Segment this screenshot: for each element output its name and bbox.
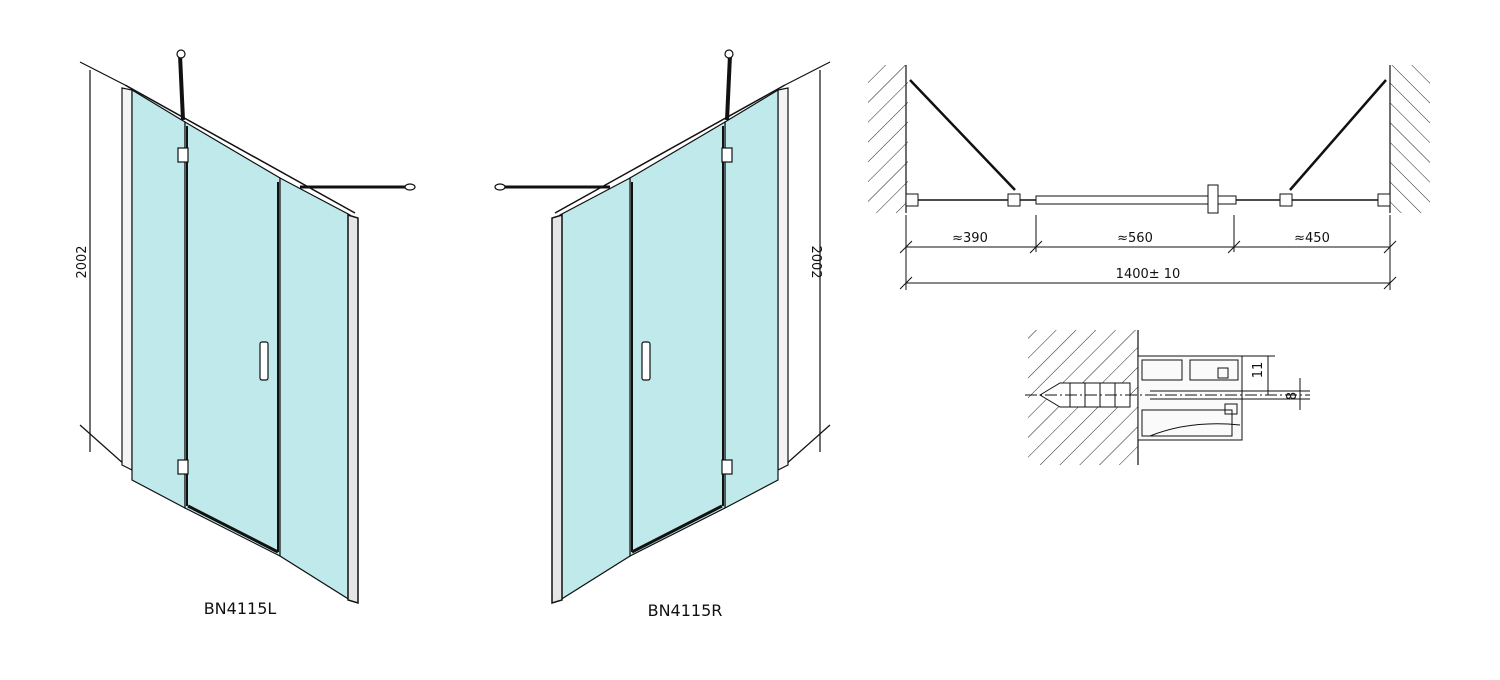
wall-profile-left	[121, 87, 133, 471]
left-shower-view	[79, 49, 416, 605]
height-label-right: 2002	[808, 245, 823, 278]
door-handle-right	[641, 341, 651, 381]
plan-stabilizer-left	[909, 79, 1016, 191]
hinge-top-right	[721, 147, 733, 163]
plan-stabilizer-right	[1289, 79, 1387, 191]
door-panel-right	[629, 120, 726, 557]
end-profile-left	[347, 213, 359, 605]
hinge-bottom-right	[721, 459, 733, 475]
fixed-panel-left-of-door	[559, 177, 631, 602]
fixed-panel-right	[724, 88, 779, 509]
fixed-panel-left	[131, 88, 186, 509]
hinge-bottom-left	[177, 459, 189, 475]
segment-label-2: ≈560	[1117, 231, 1153, 246]
plan-handle	[1207, 184, 1219, 214]
model-label-left: BN4115L	[204, 599, 277, 618]
total-width-label: 1400± 10	[1116, 267, 1181, 282]
wall-profile-right	[777, 87, 789, 471]
door-panel-left	[184, 120, 281, 557]
end-profile-right	[551, 213, 563, 605]
model-label-right: BN4115R	[648, 601, 723, 620]
profile-dim-glass: 8	[1285, 392, 1300, 400]
segment-label-1: ≈390	[952, 231, 988, 246]
wall-hatch-right	[1390, 65, 1430, 213]
hinge-top-left	[177, 147, 189, 163]
height-label-left: 2002	[75, 245, 90, 278]
plan-door-leaf	[1035, 195, 1237, 205]
right-shower-view	[494, 49, 831, 605]
fixed-panel-right-of-door	[279, 177, 351, 602]
profile-dim-top: 11	[1251, 362, 1266, 379]
plan-view	[868, 65, 1430, 290]
wall-hatch-left	[868, 65, 908, 213]
door-handle-left	[259, 341, 269, 381]
segment-label-3: ≈450	[1294, 231, 1330, 246]
profile-detail	[1025, 330, 1310, 465]
